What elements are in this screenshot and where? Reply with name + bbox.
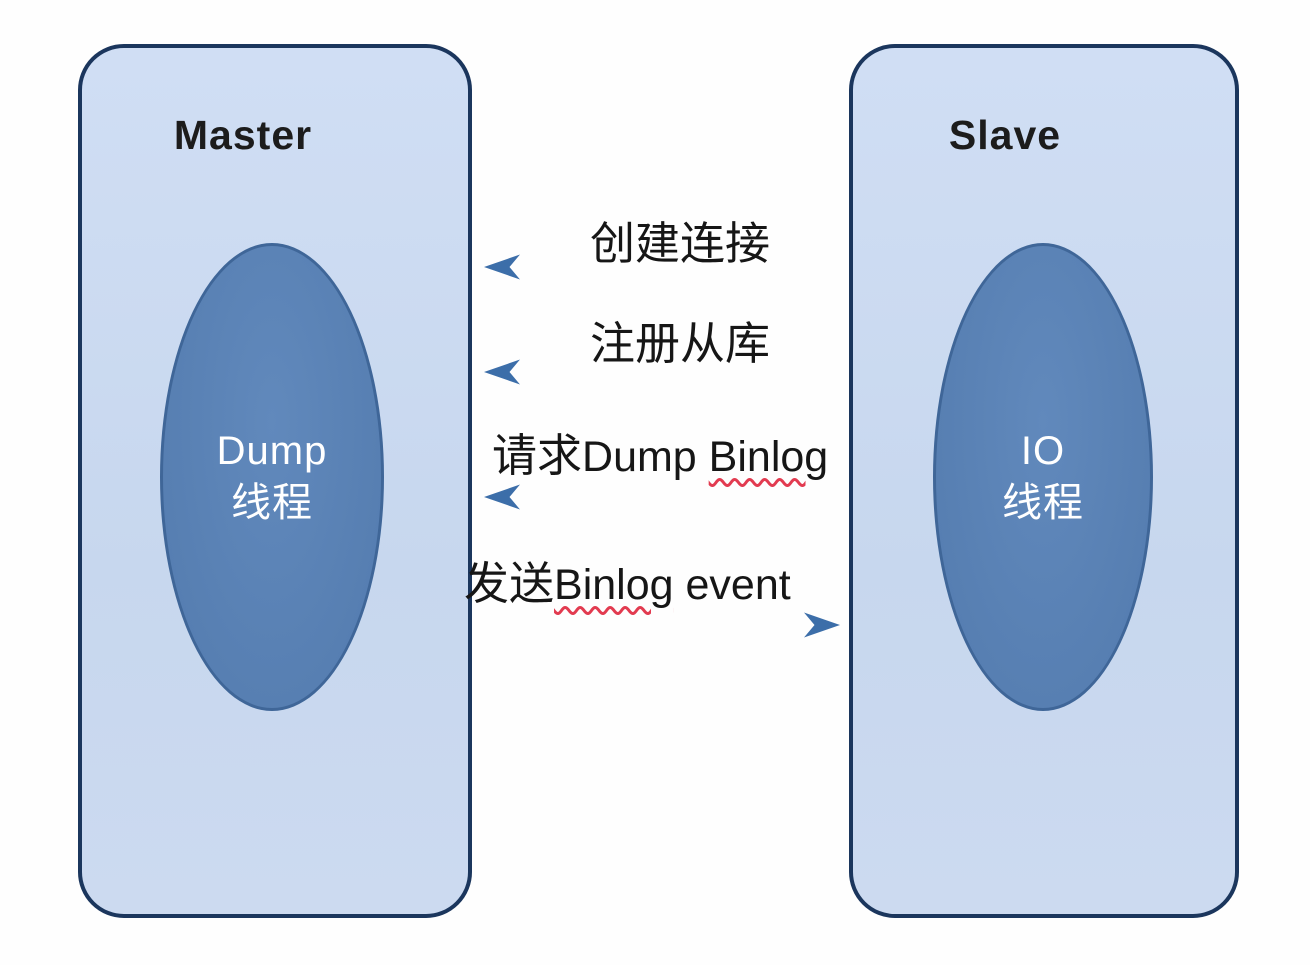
send-label-event: event: [673, 561, 791, 609]
arrow-label-request-dump-binlog: 请求Dump Binlog: [492, 430, 829, 481]
send-label-binlog: Binlog: [554, 561, 674, 609]
arrow-label-register-slave: 注册从库: [589, 318, 770, 369]
request-label-zh: 请求: [492, 430, 583, 481]
io-thread-label-line1: IO: [1020, 429, 1066, 473]
master-title: Master: [173, 112, 313, 158]
arrow-label-create-connection: 创建连接: [589, 218, 770, 269]
slave-title: Slave: [948, 112, 1062, 158]
request-label-binlog: Binlog: [708, 433, 829, 481]
arrow-label-send-binlog-event: 发送Binlog event: [464, 558, 791, 609]
io-thread-label-line2: 线程: [1002, 481, 1084, 525]
dump-thread-label-line1: Dump: [216, 429, 328, 473]
request-label-dump: Dump: [582, 433, 709, 481]
io-thread-ellipse: IO 线程: [933, 243, 1153, 711]
dump-thread-label-line2: 线程: [231, 481, 313, 525]
send-label-zh: 发送: [464, 558, 555, 609]
dump-thread-ellipse: Dump 线程: [160, 243, 384, 711]
